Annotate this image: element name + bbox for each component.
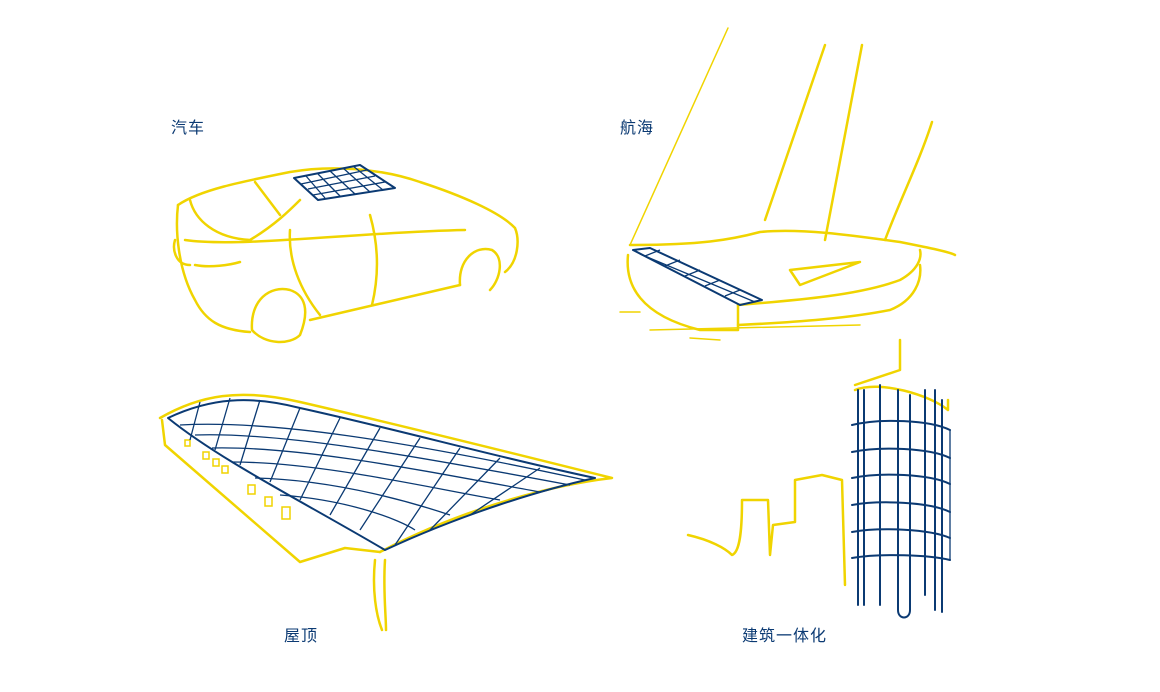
boat-solar-panel bbox=[632, 247, 763, 306]
label-marine: 航海 bbox=[620, 118, 655, 137]
building-skyline-sketch bbox=[686, 338, 950, 587]
label-building-integration: 建筑一体化 bbox=[742, 626, 828, 645]
building-solar-facade bbox=[851, 384, 951, 619]
car-sketch bbox=[172, 167, 519, 344]
label-car: 汽车 bbox=[171, 118, 206, 137]
car-solar-panel bbox=[293, 164, 396, 201]
boat-sketch bbox=[619, 27, 957, 341]
roof-sketch bbox=[158, 393, 614, 632]
label-roof: 屋顶 bbox=[284, 626, 319, 645]
roof-solar-panels bbox=[167, 397, 596, 551]
